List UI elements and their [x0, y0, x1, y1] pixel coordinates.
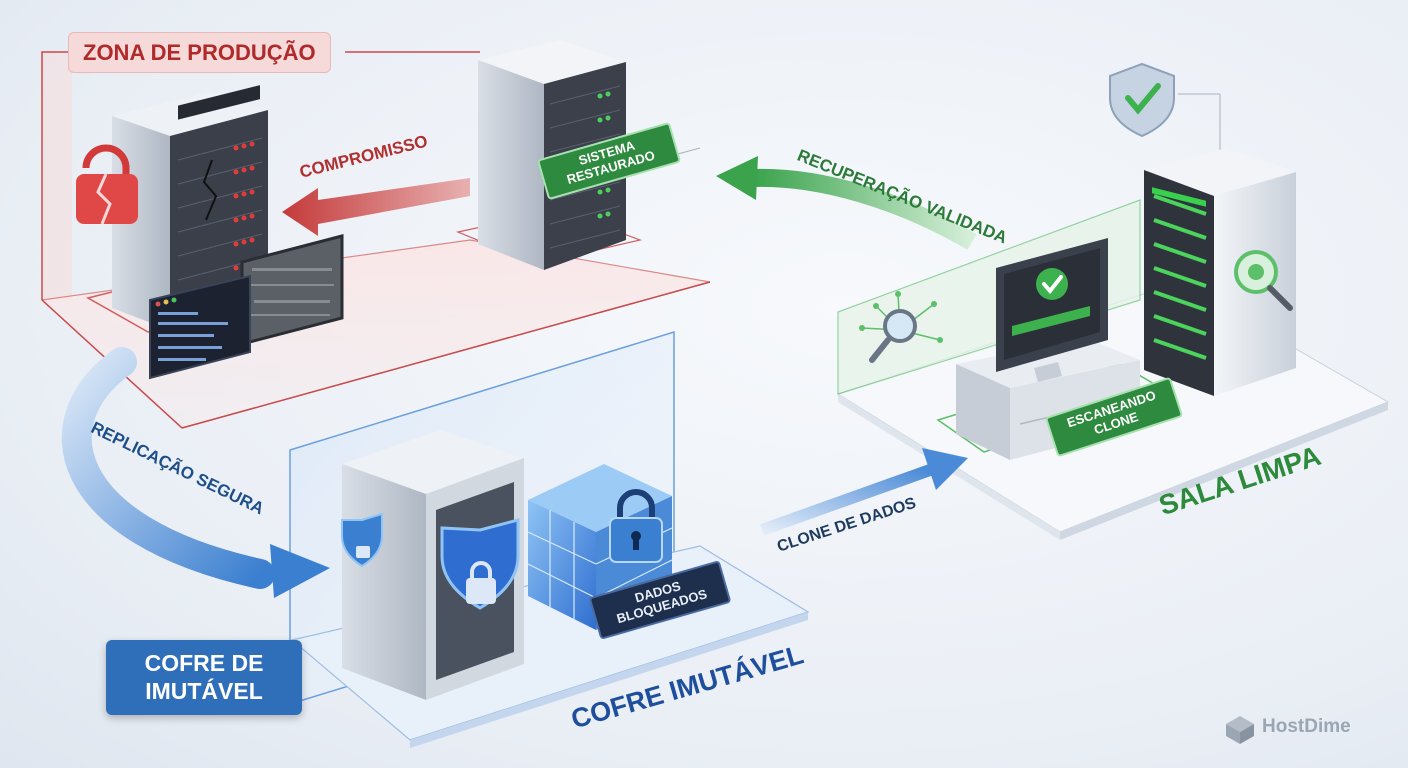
brand-name: HostDime — [1262, 716, 1351, 737]
terminal-window-icon — [149, 274, 251, 380]
vault-callout-line-2: IMUTÁVEL — [145, 677, 263, 704]
production-zone-label: ZONA DE PRODUÇÃO — [68, 32, 331, 74]
red-status-lights — [178, 85, 260, 120]
shield-lock-icon — [440, 518, 520, 610]
compromise-arrow — [282, 178, 470, 236]
monitor-check-icon — [996, 238, 1108, 382]
padlock-icon — [609, 489, 663, 563]
replication-arrow — [61, 347, 330, 598]
vault-callout-box: COFRE DE IMUTÁVEL — [106, 640, 302, 716]
brand-logo: HostDime — [1226, 716, 1351, 738]
virus-scan-icon — [1234, 250, 1293, 311]
vault-callout-line-1: COFRE DE — [144, 650, 264, 676]
recovery-arrow — [716, 156, 977, 250]
shield-check-icon — [1109, 62, 1175, 138]
vault-safe — [341, 430, 524, 700]
compromised-server — [112, 85, 268, 330]
hostdime-logo-icon — [1226, 716, 1254, 744]
clone-arrow — [759, 448, 968, 536]
magnifier-icon — [859, 291, 943, 363]
broken-padlock-icon — [76, 144, 138, 225]
